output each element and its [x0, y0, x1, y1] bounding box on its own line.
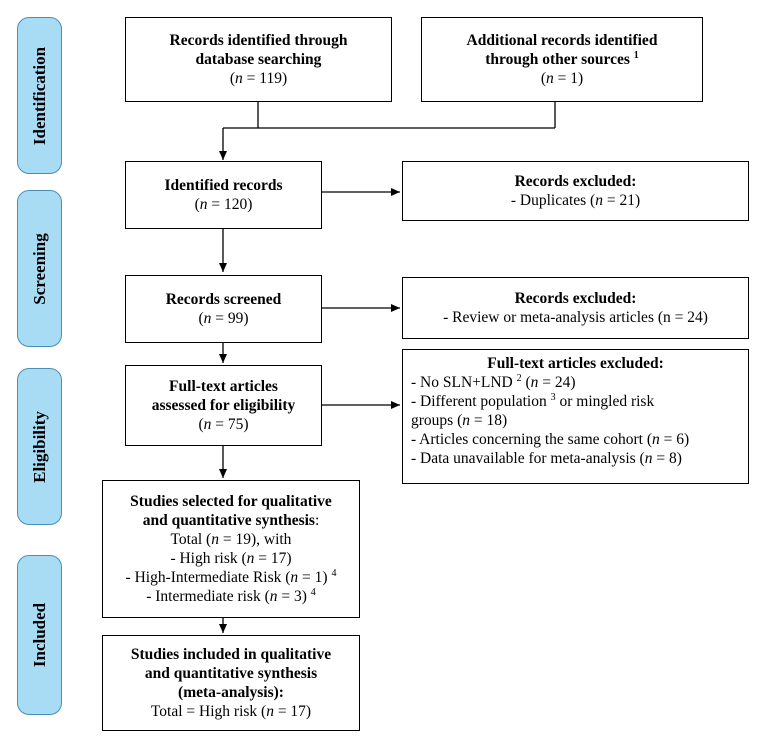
box-database-line1: Records identified through — [169, 32, 348, 49]
box-included-total: Total = High risk (n = 17) — [150, 703, 312, 720]
box-database-count: (n = 119) — [229, 70, 288, 87]
excluded-item-no-sln: - No SLN+LND 2 (n = 24) — [411, 372, 576, 391]
box-screened-title: Records screened — [165, 291, 282, 308]
box-fulltext-assessed: Full-text articles assessed for eligibil… — [125, 365, 322, 446]
phase-identification-label: Identification — [29, 46, 49, 145]
excluded-item-population-cont: groups (n = 18) — [411, 412, 508, 429]
box-database-line2: database searching — [195, 51, 322, 68]
excluded-item-same-cohort: - Articles concerning the same cohort (n… — [411, 431, 690, 448]
box-selected-line2: and quantitative synthesis: — [142, 512, 320, 529]
box-fulltext-excluded: Full-text articles excluded: - No SLN+LN… — [402, 349, 749, 484]
box-screened-count: (n = 99) — [198, 310, 249, 327]
phase-included-label: Included — [29, 602, 49, 668]
box-excluded-reviews: Records excluded: - Review or meta-analy… — [402, 277, 749, 339]
box-studies-selected: Studies selected for qualitative and qua… — [102, 480, 360, 618]
box-identified-records: Identified records (n = 120) — [125, 161, 322, 229]
box-fulltext-line1: Full-text articles — [169, 378, 278, 395]
phase-eligibility-label: Eligibility — [29, 410, 49, 483]
box-selected-high: - High risk (n = 17) — [170, 550, 292, 567]
box-selected-total: Total (n = 19), with — [170, 531, 292, 548]
box-identified-title: Identified records — [164, 177, 283, 194]
box-selected-intermediate: - Intermediate risk (n = 3) 4 — [146, 586, 316, 605]
box-selected-line1: Studies selected for qualitative — [130, 493, 332, 510]
box-duplicates-line: - Duplicates (n = 21) — [510, 192, 641, 209]
box-other-count: (n = 1) — [540, 70, 584, 87]
box-excluded-duplicates: Records excluded: - Duplicates (n = 21) — [402, 161, 749, 221]
phase-screening: Screening — [17, 190, 62, 347]
box-identified-count: (n = 120) — [194, 196, 253, 213]
box-database-records: Records identified through database sear… — [125, 17, 392, 102]
phase-screening-label: Screening — [29, 232, 49, 305]
box-reviews-line: - Review or meta-analysis articles (n = … — [443, 309, 708, 326]
box-other-sources: Additional records identified through ot… — [421, 17, 703, 102]
excluded-item-population: - Different population 3 or mingled risk — [411, 391, 655, 410]
excluded-item-data-unavailable: - Data unavailable for meta-analysis (n … — [411, 450, 682, 467]
box-studies-included: Studies included in qualitative and quan… — [102, 635, 360, 731]
box-included-line3: (meta-analysis): — [178, 684, 284, 701]
box-selected-high-intermediate: - High-Intermediate Risk (n = 1) 4 — [125, 567, 337, 586]
box-duplicates-title: Records excluded: — [514, 173, 637, 190]
box-reviews-title: Records excluded: — [514, 290, 637, 307]
box-other-line2: through other sources 1 — [485, 49, 639, 68]
box-fulltext-excluded-title: Full-text articles excluded: — [487, 355, 664, 372]
box-fulltext-line2: assessed for eligibility — [151, 397, 296, 414]
box-included-line2: and quantitative synthesis — [144, 665, 318, 682]
phase-eligibility: Eligibility — [17, 368, 62, 525]
phase-included: Included — [17, 555, 62, 715]
box-records-screened: Records screened (n = 99) — [125, 275, 322, 343]
box-included-line1: Studies included in qualitative — [130, 646, 332, 663]
phase-identification: Identification — [17, 17, 62, 174]
box-fulltext-count: (n = 75) — [198, 416, 249, 433]
box-other-line1: Additional records identified — [466, 32, 658, 49]
